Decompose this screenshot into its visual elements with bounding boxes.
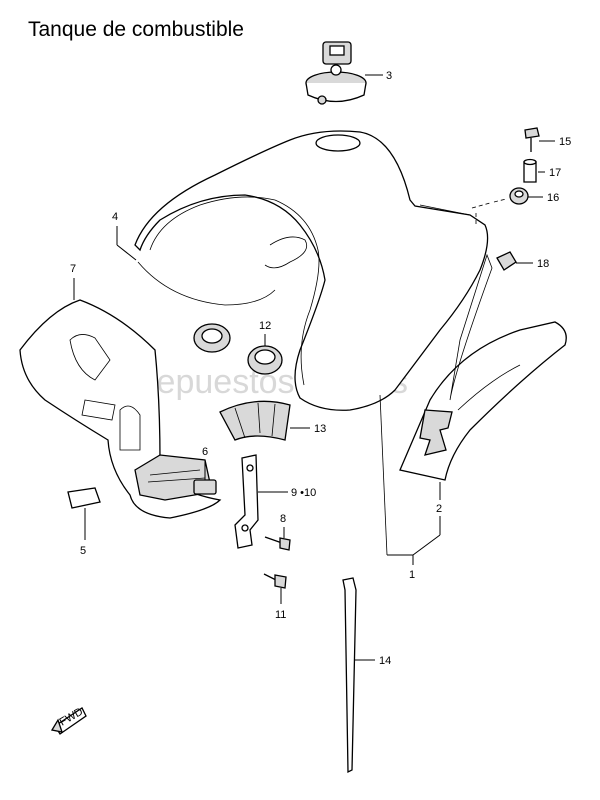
callout-3: 3 xyxy=(365,70,392,82)
cushion-12[interactable]: 12 xyxy=(247,320,283,375)
knee-panel[interactable]: 7 xyxy=(19,263,222,519)
svg-text:15: 15 xyxy=(559,136,571,148)
svg-text:7: 7 xyxy=(70,263,76,275)
bolt-11[interactable]: 11 xyxy=(263,573,287,621)
svg-text:6: 6 xyxy=(202,446,208,458)
pad-6[interactable]: 6 xyxy=(193,446,217,495)
bolt-15[interactable]: 15 xyxy=(524,127,571,152)
block-5[interactable]: 5 xyxy=(67,487,101,557)
svg-text:13: 13 xyxy=(314,423,326,435)
page-title: Tanque de combustible xyxy=(28,18,244,41)
svg-text:16: 16 xyxy=(547,192,559,204)
svg-text:3: 3 xyxy=(386,70,392,82)
svg-text:8: 8 xyxy=(280,513,286,525)
svg-text:4: 4 xyxy=(112,211,118,223)
svg-text:9 •10: 9 •10 xyxy=(291,487,316,499)
svg-text:11: 11 xyxy=(275,609,286,621)
grommet-16[interactable]: 16 xyxy=(471,187,559,225)
cable-tie-14[interactable]: 14 xyxy=(342,577,391,774)
callout-1: 1 xyxy=(387,534,441,581)
bracket-9-10[interactable]: 9 •10 xyxy=(234,454,316,549)
forward-direction-icon: FWD xyxy=(50,706,87,735)
fuel-tank[interactable] xyxy=(134,130,489,556)
cushion-13[interactable]: 13 xyxy=(219,400,326,441)
callout-4: 4 xyxy=(112,211,137,261)
grommet-18[interactable]: 18 xyxy=(496,251,549,271)
collar-17[interactable]: 17 xyxy=(523,158,561,183)
cushion-left[interactable] xyxy=(193,323,231,353)
svg-text:17: 17 xyxy=(549,167,561,179)
callout-2: 2 xyxy=(436,482,442,535)
svg-text:1: 1 xyxy=(409,569,415,581)
svg-text:18: 18 xyxy=(537,258,549,270)
fuel-cap[interactable] xyxy=(305,41,367,105)
svg-text:5: 5 xyxy=(80,545,86,557)
svg-text:2: 2 xyxy=(436,503,442,515)
svg-text:12: 12 xyxy=(259,320,271,332)
bolt-8[interactable]: 8 xyxy=(264,513,291,551)
svg-text:14: 14 xyxy=(379,655,391,667)
side-cover[interactable] xyxy=(399,253,567,481)
